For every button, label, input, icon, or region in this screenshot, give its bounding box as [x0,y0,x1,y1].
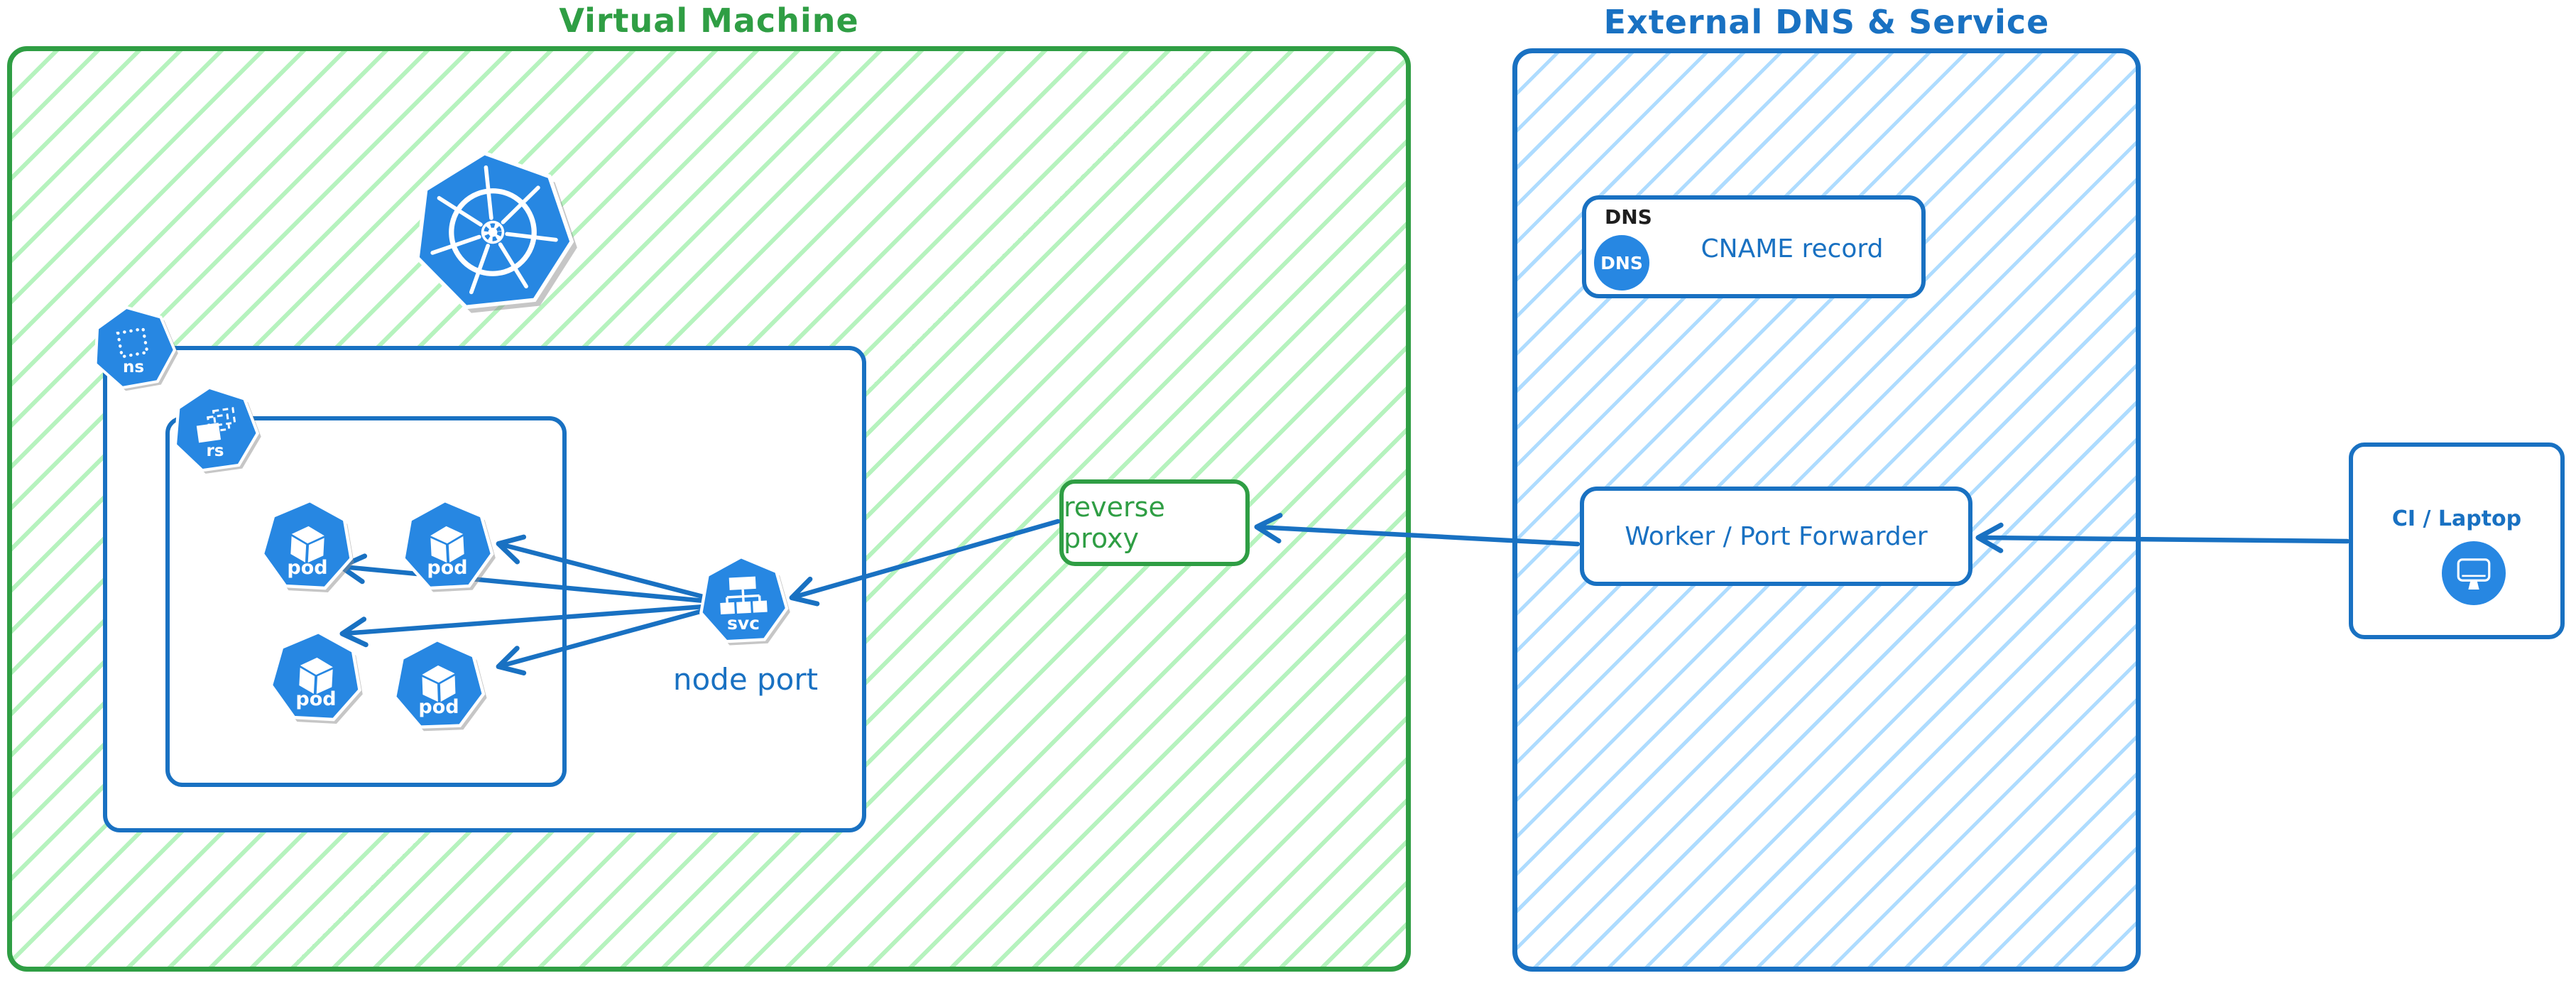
ci-laptop-box: CI / Laptop [2349,442,2565,639]
replicaset-icon [168,381,266,477]
ci-laptop-label: CI / Laptop [2391,506,2522,531]
arrow-worker-to-reverse-proxy [1254,513,1581,547]
arrow-svc-to-pod-4 [496,608,706,675]
node-port-label: node port [672,662,819,697]
dns-badge-icon: DNS [1594,235,1649,290]
pod-icon-3 [269,630,366,725]
reverse-proxy-label: reverse proxy [1064,492,1165,554]
external-group-title: External DNS & Service [1603,3,2050,41]
arrow-reverse-proxy-to-node-port [789,518,1061,607]
pod-icon-3-label: pod [295,688,336,710]
arrow-svc-to-pod-1 [338,553,707,604]
dns-badge-label: DNS [1600,252,1643,273]
pod-icon-1 [261,499,357,594]
pod-icon-2-label: pod [427,557,467,579]
worker-port-forwarder-label: Worker / Port Forwarder [1625,521,1928,551]
kubernetes-logo-icon [408,144,583,317]
arrow-ci-to-worker [1975,522,2350,553]
arrow-svc-to-pod-2 [496,534,706,599]
arrow-svc-to-pod-3 [339,604,707,648]
service-icon-label: svc [727,613,760,634]
reverse-proxy-box: reverse proxy [1059,479,1250,566]
vm-group-title: Virtual Machine [559,1,859,40]
worker-port-forwarder-box: Worker / Port Forwarder [1580,487,1972,586]
dns-card: DNS DNS CNAME record [1582,195,1926,298]
pod-icon-4-label: pod [418,696,459,718]
dns-tag-label: DNS [1605,205,1652,229]
cname-record-label: CNAME record [1701,234,1884,264]
monitor-glyph [2457,558,2491,590]
replicaset-boundary-box [165,416,567,787]
namespace-icon-label: ns [123,358,144,376]
namespace-icon [87,300,182,395]
laptop-icon [2442,541,2506,605]
pod-icon-1-label: pod [287,557,327,579]
replicaset-icon-label: rs [206,442,224,460]
svc-to-pod-arrows [338,534,707,675]
